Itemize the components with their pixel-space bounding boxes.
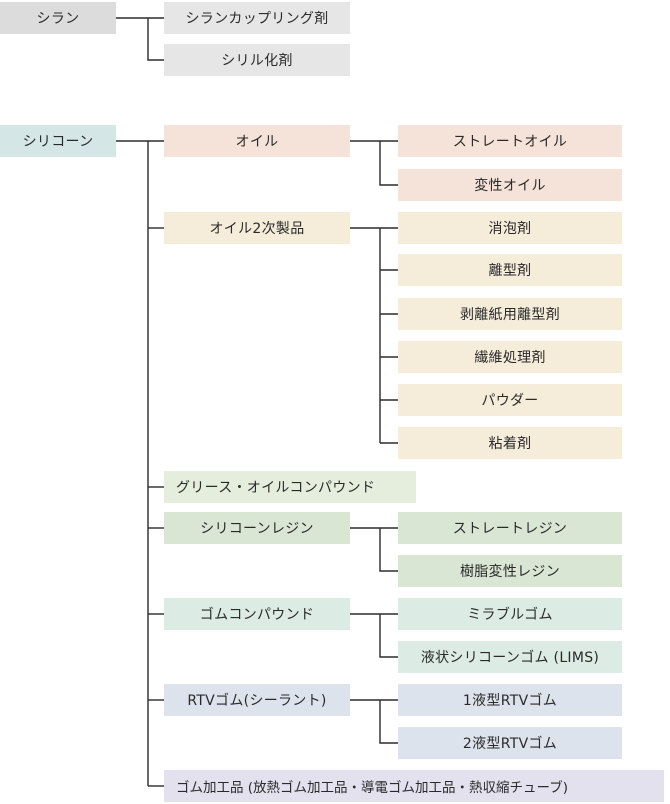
fiber-treatment-node: 繊維処理剤 [398, 341, 622, 373]
two-part-rtv-node: 2液型RTVゴム [398, 727, 622, 759]
one-part-rtv-node: 1液型RTVゴム [398, 684, 622, 716]
straight-oil-node: ストレートオイル [398, 125, 622, 157]
silicone-root-node: シリコーン [0, 125, 116, 157]
rtv-rubber-node: RTVゴム(シーラント) [164, 684, 350, 716]
oil-secondary-products-node: オイル2次製品 [164, 212, 350, 244]
silylating-agent-node: シリル化剤 [164, 44, 350, 76]
processed-rubber-products-node: ゴム加工品 (放熱ゴム加工品・導電ゴム加工品・熱収縮チューブ) [164, 770, 664, 802]
modified-oil-node: 変性オイル [398, 169, 622, 201]
adhesive-node: 粘着剤 [398, 427, 622, 459]
resin-modified-resin-node: 樹脂変性レジン [398, 555, 622, 587]
release-paper-agent-node: 剥離紙用離型剤 [398, 298, 622, 330]
silane-coupling-agent-node: シランカップリング剤 [164, 2, 350, 34]
straight-resin-node: ストレートレジン [398, 512, 622, 544]
antifoam-node: 消泡剤 [398, 212, 622, 244]
liquid-silicone-rubber-node: 液状シリコーンゴム (LIMS) [398, 641, 622, 673]
millable-rubber-node: ミラブルゴム [398, 598, 622, 630]
release-agent-node: 離型剤 [398, 254, 622, 286]
silane-root-node: シラン [0, 2, 116, 34]
grease-oil-compound-node: グリース・オイルコンパウンド [164, 471, 416, 503]
oil-node: オイル [164, 125, 350, 157]
rubber-compound-node: ゴムコンパウンド [164, 598, 350, 630]
silicone-resin-node: シリコーンレジン [164, 512, 350, 544]
powder-node: パウダー [398, 384, 622, 416]
